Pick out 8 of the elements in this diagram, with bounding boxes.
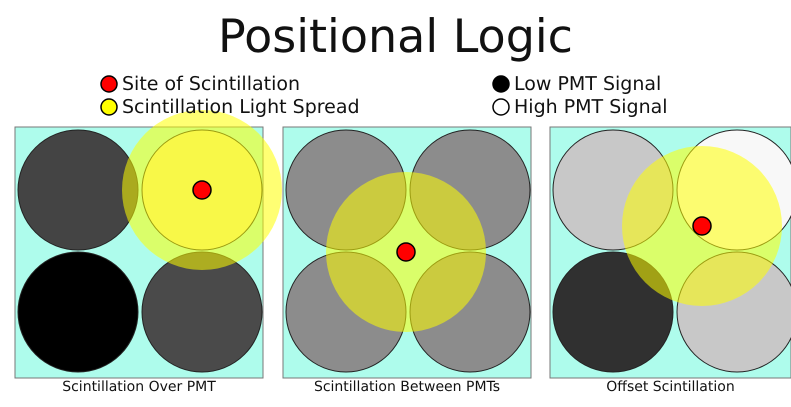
panel-caption: Scintillation Over PMT xyxy=(61,378,217,396)
title-text: Positional Logic xyxy=(217,8,574,64)
legend-label: Site of Scintillation xyxy=(122,73,300,95)
legend-label: Low PMT Signal xyxy=(514,73,662,95)
legend-label: Scintillation Light Spread xyxy=(122,96,360,118)
panel-caption: Scintillation Between PMTs xyxy=(312,378,502,396)
panel-caption: Offset Scintillation xyxy=(605,378,736,396)
legend-label: High PMT Signal xyxy=(514,96,668,118)
